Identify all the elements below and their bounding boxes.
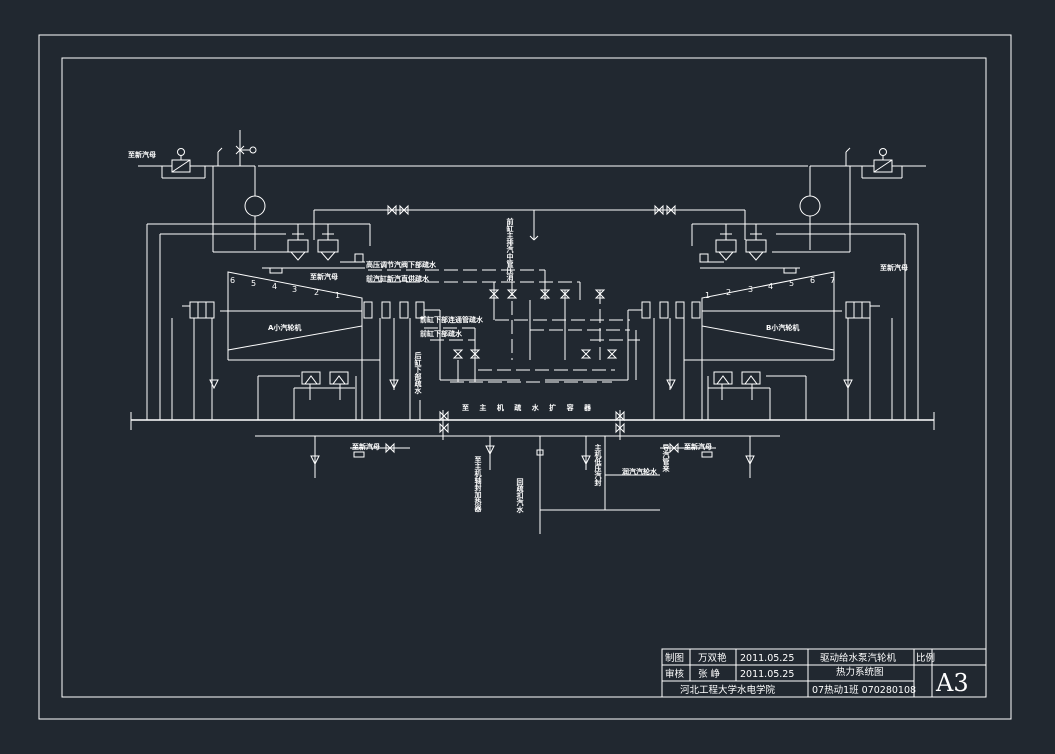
valve-symbols <box>209 204 853 466</box>
right-drum <box>258 165 821 250</box>
label-front-cyl-drain: 前汽缸新汽直供疏水 <box>366 274 430 283</box>
label-mid-vert: 前缸主排汽中管压消 <box>506 217 515 282</box>
stage-left-5: 5 <box>251 279 256 288</box>
label-bottom-left-steam: 至新汽母 <box>352 442 380 451</box>
label-left-casing: 至新汽母 <box>310 272 338 281</box>
stage-right-2: 2 <box>726 288 731 297</box>
label-right-turbine: B小汽轮机 <box>766 323 799 332</box>
label-main-condenser-ext: 至 主 机 疏 水 扩 容 器 <box>462 403 595 412</box>
tb-checked-label: 审核 <box>665 668 685 680</box>
stage-right-7: 7 <box>830 276 835 285</box>
label-main-cond-pump: 主机低压汽封 <box>594 443 603 487</box>
tb-school: 河北工程大学水电学院 <box>680 684 776 696</box>
tb-class-id: 07热动1班 070280108 <box>812 684 916 696</box>
label-hp-valve-drain: 高压调节汽阀下部疏水 <box>366 260 437 269</box>
left-drain-lines <box>368 269 612 383</box>
left-bearing-boxes <box>182 301 440 319</box>
outer-frame <box>38 34 1012 720</box>
right-piping <box>545 223 919 420</box>
tb-title-line2: 热力系统图 <box>836 666 884 678</box>
label-left-steam-source: 至新汽母 <box>128 150 156 159</box>
stage-left-2: 2 <box>314 288 319 297</box>
stage-right-1: 1 <box>705 291 710 300</box>
right-steam-source <box>772 147 926 253</box>
tb-checked-date: 2011.05.25 <box>740 669 794 680</box>
right-control-valves <box>699 210 800 274</box>
tb-checked-name: 张 峥 <box>698 668 721 680</box>
tb-drawn-label: 制图 <box>665 652 684 664</box>
stage-left-6: 6 <box>230 276 235 285</box>
label-return-pump: 回疏扣汽水 <box>516 477 525 514</box>
tb-drawn-date: 2011.05.25 <box>740 653 794 664</box>
stage-right-5: 5 <box>789 279 794 288</box>
bottom-right-branch <box>660 436 751 478</box>
stage-left-3: 3 <box>292 285 297 294</box>
left-turbine-casing <box>220 271 363 351</box>
label-front-cyl-lower-drain: 前缸下部连通管疏水 <box>420 315 484 324</box>
label-left-turbine: A小汽轮机 <box>268 323 301 332</box>
left-steam-source <box>138 147 290 253</box>
tb-drawn-name: 万双艳 <box>698 652 727 664</box>
tb-title-line1: 驱动给水泵汽轮机 <box>820 652 897 664</box>
label-guide-steam: 导汽管来 <box>662 443 671 473</box>
center-piping <box>419 210 660 534</box>
label-front-cyl-bottom-drain: 前缸下部疏水 <box>420 329 463 338</box>
tb-scale-label: 比例 <box>916 652 935 664</box>
label-rear-cyl-drain: 后缸下部疏水 <box>414 351 423 395</box>
label-bottom-right-steam: 至新汽母 <box>684 442 712 451</box>
inner-frame <box>61 57 987 698</box>
left-drum <box>235 130 266 250</box>
label-right-steam-source: 至新汽母 <box>880 263 908 272</box>
stage-left-4: 4 <box>272 282 277 291</box>
stage-left-1: 1 <box>335 291 340 300</box>
main-header-pipe <box>130 412 935 437</box>
right-bearing-boxes <box>628 301 880 319</box>
bottom-left-branch <box>314 436 410 478</box>
label-lube-unit: 润汽汽轮水 <box>622 467 658 476</box>
title-block <box>661 648 987 698</box>
left-piping <box>146 223 411 420</box>
left-control-valves <box>262 209 745 274</box>
tb-sheet-size: A3 <box>935 669 969 697</box>
label-to-heater: 至主机轴封加热器 <box>474 456 483 513</box>
stage-right-4: 4 <box>768 282 773 291</box>
stage-right-6: 6 <box>810 276 815 285</box>
stage-right-3: 3 <box>748 285 753 294</box>
